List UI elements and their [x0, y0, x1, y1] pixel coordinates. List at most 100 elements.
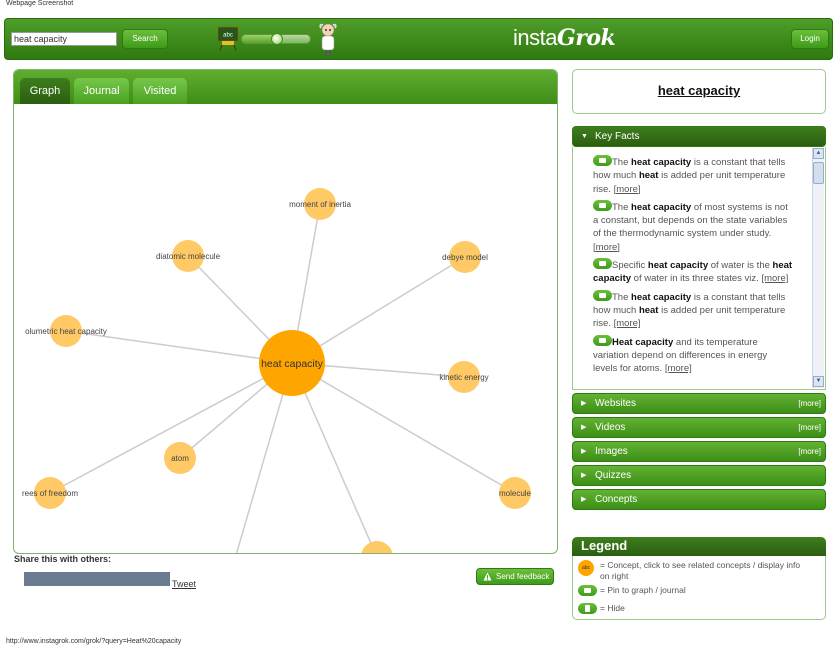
- concept-node[interactable]: [172, 240, 204, 272]
- fact-item: The heat capacity is a constant that tel…: [593, 289, 793, 331]
- concept-node[interactable]: [499, 477, 531, 509]
- send-feedback-button[interactable]: Send feedback: [476, 568, 554, 585]
- login-button[interactable]: Login: [791, 29, 829, 49]
- concept-node-label[interactable]: olumetric heat capacity: [25, 327, 107, 336]
- concept-node-label[interactable]: diatomic molecule: [156, 252, 221, 261]
- logo-text-grok: Grok: [556, 25, 616, 51]
- svg-text:abc: abc: [223, 33, 233, 39]
- trash-icon: [578, 603, 597, 614]
- graph-edge: [291, 362, 377, 553]
- fact-item: The heat capacity is a constant that tel…: [593, 155, 793, 196]
- fact-text: Specific: [612, 260, 648, 272]
- abc-chalkboard-icon[interactable]: abc: [217, 27, 239, 51]
- scroll-up-icon[interactable]: ▲: [813, 148, 824, 159]
- section-images[interactable]: ▶ Images [more]: [572, 441, 826, 462]
- fact-text: of water is the: [708, 260, 773, 272]
- search-button[interactable]: Search: [122, 29, 168, 49]
- window-title: Webpage Screenshot: [6, 0, 74, 7]
- section-concepts[interactable]: ▶ Concepts: [572, 489, 826, 510]
- tweet-link[interactable]: Tweet: [172, 579, 197, 589]
- concept-node[interactable]: [304, 188, 336, 220]
- more-link[interactable]: [more]: [798, 423, 821, 432]
- scroll-down-icon[interactable]: ▼: [813, 376, 824, 387]
- concept-node[interactable]: [361, 541, 393, 553]
- concept-node-label[interactable]: atom: [171, 454, 189, 463]
- concept-node-label[interactable]: debye model: [442, 253, 488, 262]
- status-url: http://www.instagrok.com/grok/?query=Hea…: [6, 638, 182, 645]
- graph-edge: [235, 362, 293, 553]
- triangle-right-icon: ▶: [581, 472, 587, 479]
- center-concept-node[interactable]: [259, 330, 325, 396]
- fact-text: The: [612, 157, 632, 168]
- share-widget[interactable]: [24, 572, 170, 586]
- graph-edge: [49, 362, 293, 494]
- concept-node[interactable]: [448, 361, 480, 393]
- section-label: Websites: [595, 398, 636, 409]
- tab-visited[interactable]: Visited: [133, 78, 187, 104]
- level-slider[interactable]: [241, 33, 311, 45]
- fact-text: Heat capacity: [612, 336, 674, 348]
- fact-text: is added per unit temperature rise.: [593, 170, 786, 195]
- more-link[interactable]: [more]: [798, 399, 821, 408]
- pin-icon[interactable]: [593, 289, 612, 301]
- section-quizzes[interactable]: ▶ Quizzes: [572, 465, 826, 486]
- pin-icon[interactable]: [593, 199, 612, 211]
- send-feedback-label: Send feedback: [496, 572, 550, 581]
- topic-title[interactable]: heat capacity: [657, 83, 741, 98]
- concept-node-icon: abc: [578, 560, 594, 576]
- fact-item: The heat capacity of most systems is not…: [593, 199, 793, 254]
- graph-edge: [291, 256, 466, 364]
- center-concept-label[interactable]: heat capacity: [261, 358, 324, 370]
- concept-node-label[interactable]: moment of inertia: [289, 200, 351, 209]
- pin-icon[interactable]: [593, 334, 612, 346]
- triangle-right-icon: ▶: [581, 400, 587, 407]
- key-facts-header[interactable]: ▼ Key Facts: [572, 126, 826, 147]
- facts-list: The heat capacity is a constant that tel…: [593, 155, 793, 379]
- fact-item: Specific heat capacity of water is the h…: [593, 258, 793, 286]
- slider-knob[interactable]: [271, 33, 283, 45]
- more-link[interactable]: [more]: [798, 447, 821, 456]
- concept-node-label[interactable]: kinetic energy: [439, 373, 488, 382]
- fact-more-link[interactable]: [more]: [613, 318, 641, 330]
- fact-text: is a constant that tells how much: [593, 157, 786, 182]
- fact-more-link[interactable]: [more]: [593, 241, 620, 253]
- scientist-icon[interactable]: [317, 23, 339, 57]
- fact-text: of most systems is not a constant, but d…: [593, 201, 788, 240]
- triangle-right-icon: ▶: [581, 496, 587, 503]
- concept-node[interactable]: [164, 442, 196, 474]
- concept-node[interactable]: [34, 477, 66, 509]
- concept-node-label[interactable]: rees of freedom: [22, 489, 78, 498]
- fact-text: The: [612, 201, 632, 213]
- scroll-thumb[interactable]: [813, 162, 824, 184]
- concept-graph[interactable]: moment of inertia diatomic molecule debye …: [14, 104, 557, 553]
- concept-node[interactable]: [50, 315, 82, 347]
- fact-more-link[interactable]: [more]: [613, 183, 641, 195]
- fact-more-link[interactable]: [more]: [664, 363, 692, 375]
- slider-fill: [242, 35, 277, 43]
- fact-text: heat capacity: [631, 201, 692, 213]
- topic-box: heat capacity: [572, 69, 826, 114]
- pin-icon[interactable]: [593, 155, 612, 166]
- tab-journal[interactable]: Journal: [74, 78, 129, 104]
- search-input[interactable]: [11, 32, 117, 46]
- graph-edge: [291, 362, 516, 494]
- section-label: Images: [595, 446, 628, 457]
- triangle-down-icon: ▼: [581, 133, 588, 140]
- tab-graph[interactable]: Graph: [20, 78, 70, 104]
- concept-node[interactable]: [449, 241, 481, 273]
- key-facts-label: Key Facts: [595, 131, 640, 142]
- triangle-right-icon: ▶: [581, 448, 587, 455]
- fact-more-link[interactable]: [more]: [761, 273, 789, 285]
- pin-icon[interactable]: [593, 258, 612, 270]
- section-label: Concepts: [595, 494, 638, 505]
- pin-icon: [578, 585, 597, 596]
- graph-edge: [65, 330, 293, 364]
- facts-scrollbar[interactable]: ▲ ▼: [812, 148, 824, 388]
- instagrok-logo: instaGrok: [513, 25, 616, 51]
- fact-text: heat: [638, 304, 659, 316]
- concept-node-label[interactable]: molecule: [499, 489, 532, 498]
- section-videos[interactable]: ▶ Videos [more]: [572, 417, 826, 438]
- top-bar: Search abc instaGrok Login: [4, 18, 833, 60]
- key-facts-panel: The heat capacity is a constant that tel…: [572, 147, 826, 390]
- section-websites[interactable]: ▶ Websites [more]: [572, 393, 826, 414]
